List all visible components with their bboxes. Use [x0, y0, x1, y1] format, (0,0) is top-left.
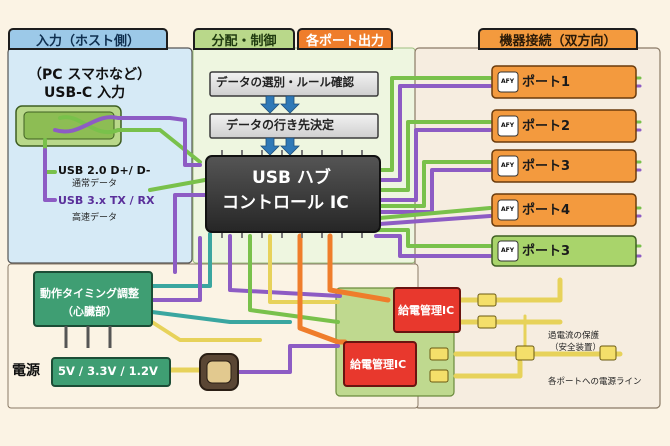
inductor-coil-icon	[199, 353, 239, 391]
ic-port1-wire-b	[374, 84, 492, 182]
ic-port5-wire	[374, 228, 492, 248]
usb2-wire	[58, 115, 202, 164]
ic-port5-wire-b	[374, 234, 492, 258]
ic-to-timing-wire	[150, 232, 212, 288]
distribution-section-header: 分配・制御	[193, 28, 295, 50]
ic-down-wire-1	[228, 234, 342, 298]
port-5-label: ポート3	[522, 244, 571, 259]
port-1-box	[491, 65, 637, 99]
port-4-label: ポート4	[522, 203, 571, 218]
timing-box	[33, 271, 153, 327]
port-2-box	[491, 109, 637, 143]
hub-ic-label-line2: コントロール IC	[222, 193, 349, 213]
input-section-header: 入力（ホスト側）	[8, 28, 168, 50]
ic-port4-wire	[378, 206, 492, 220]
pmic2-out-2	[453, 359, 523, 379]
pmic1-out-1	[453, 277, 563, 303]
fuse-icons	[429, 293, 617, 383]
input-to-ic-wire	[148, 178, 207, 192]
port-2-badge: AFY	[501, 122, 515, 129]
port-1-label: ポート1	[522, 75, 571, 90]
destination-label: データの行き先決定	[226, 118, 335, 132]
down-arrows-icon	[260, 95, 300, 156]
ic-port2-wire-b	[378, 128, 492, 202]
port-4-box	[491, 193, 637, 227]
pmic-2-label: 給電管理IC	[350, 358, 407, 371]
pmic-2-box	[343, 341, 417, 387]
input-title-line2: USB-C 入力	[44, 85, 126, 101]
port-1-badge: AFY	[501, 78, 515, 85]
usb2-label: USB 2.0 D+/ D-	[58, 164, 151, 177]
devices-section-header: 機器接続（双方向）	[478, 28, 638, 50]
ic-down-wire-3	[268, 234, 340, 304]
port-5-box	[491, 235, 637, 267]
timing-wire-1	[150, 236, 202, 302]
overcurrent-label-line2: （安全装置）	[550, 343, 602, 353]
port-boxes	[491, 65, 637, 267]
timing-wire-3	[150, 320, 262, 342]
port-3-badge: AFY	[501, 162, 515, 169]
port-3-label: ポート3	[522, 159, 571, 174]
port-3-box	[491, 149, 637, 183]
ic-port1-wire	[374, 76, 492, 172]
ic-down-wire-5	[327, 233, 391, 303]
pmic-1-label: 給電管理IC	[398, 304, 455, 317]
port-4-badge: AFY	[501, 206, 515, 213]
coil-to-pmic-wire	[236, 344, 340, 374]
usb3-label: USB 3.x TX / RX	[58, 194, 155, 207]
ic-down-wire-2	[248, 234, 340, 324]
usb-c-connector-icon	[15, 105, 122, 147]
power-box	[51, 357, 171, 387]
port-5-badge: AFY	[501, 247, 515, 254]
timing-to-ic-wire	[173, 193, 207, 274]
ic-port4-wire-b	[378, 214, 492, 226]
timing-label-line1: 動作タイミング調整	[40, 287, 139, 300]
power-lines-label: 各ポートへの電源ライン	[548, 377, 642, 387]
select-rule-label: データの選別・ルール確認	[216, 75, 354, 89]
ic-port2-wire	[378, 120, 492, 192]
power-label: 電源	[12, 363, 40, 379]
usb3-sub-label: 高速データ	[72, 213, 118, 223]
hub-ic-chip	[205, 150, 381, 238]
timing-wire-2	[150, 310, 292, 324]
input-wire-drop-purple	[43, 148, 57, 202]
timing-label-line2: （心臓部）	[62, 305, 117, 318]
input-title-line1: （PC スマホなど）	[28, 67, 151, 83]
hub-ic-label-line1: USB ハブ	[252, 168, 331, 188]
power-voltages: 5V / 3.3V / 1.2V	[58, 364, 158, 378]
pmic-1-box	[393, 287, 461, 333]
ic-down-wire-4	[297, 233, 348, 345]
ic-port3-wire-b	[378, 168, 492, 214]
port-output-section-header: 各ポート出力	[297, 28, 393, 50]
usb2-sub-label: 通常データ	[72, 179, 118, 189]
port-2-label: ポート2	[522, 119, 571, 134]
overcurrent-label-line1: 過電流の保護	[548, 331, 600, 341]
usb3-wire	[53, 115, 202, 167]
ic-port3-wire	[378, 160, 492, 208]
